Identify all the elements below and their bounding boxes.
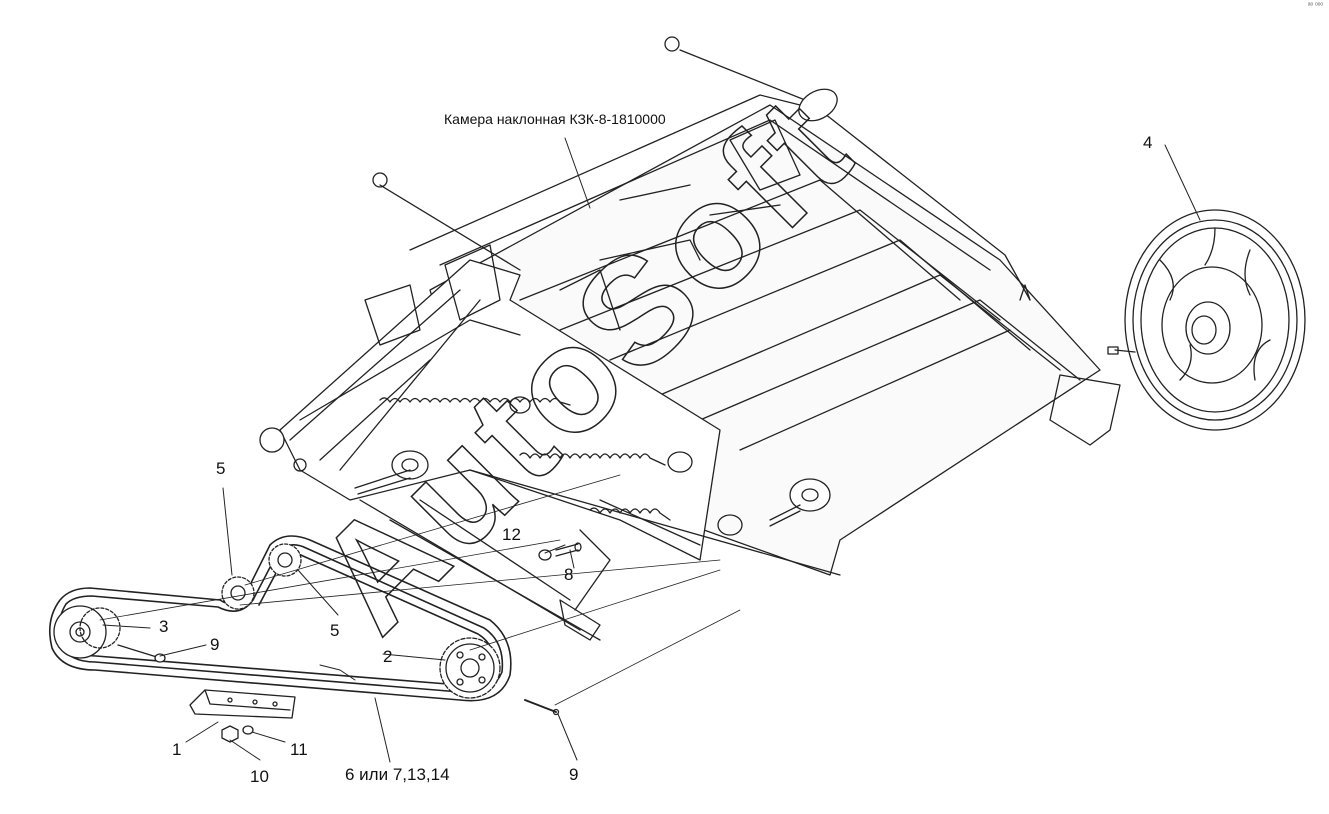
washer-11 — [242, 725, 254, 735]
callout-8: 8 — [564, 565, 574, 584]
corner-mark: ᵃᵒ ᵒᵒᵒ — [1307, 2, 1323, 9]
tensioner-bracket-1 — [189, 689, 296, 719]
idler-sprocket-5b — [268, 543, 302, 577]
pulley-4 — [1107, 209, 1306, 431]
callout-2: 2 — [383, 647, 393, 666]
callout-3: 3 — [159, 617, 169, 636]
pin-8 — [555, 542, 582, 557]
callout-10: 10 — [250, 767, 269, 786]
nut-10 — [221, 725, 239, 743]
sprocket-2 — [439, 637, 501, 699]
callout-9a: 9 — [210, 635, 220, 654]
callout-11: 11 — [290, 740, 308, 759]
callout-9b: 9 — [569, 765, 579, 784]
callout-12: 12 — [502, 525, 521, 544]
washer-12 — [538, 549, 552, 561]
leader-lines — [102, 137, 1201, 763]
callout-5a: 5 — [216, 459, 226, 478]
pin-9-left — [117, 644, 166, 663]
callout-6: 6 или 7,13,14 — [345, 765, 450, 784]
callout-1: 1 — [172, 740, 182, 759]
assembly-label: Камера наклонная КЗК-8-1810000 — [444, 111, 666, 127]
pin-9-right — [524, 699, 560, 716]
callout-5b: 5 — [330, 621, 340, 640]
sprocket-3 — [53, 605, 121, 659]
callout-4: 4 — [1143, 133, 1153, 152]
